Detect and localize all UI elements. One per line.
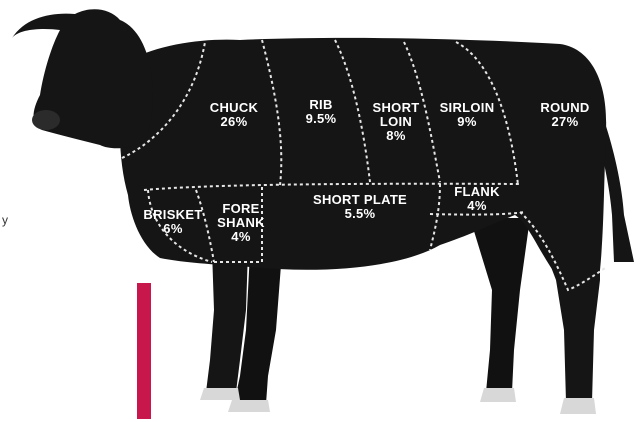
cut-percent: 4% [212, 230, 270, 244]
cut-label-short-plate: SHORT PLATE 5.5% [308, 193, 412, 221]
cut-percent: 5.5% [308, 207, 412, 221]
cut-name: RIB [296, 98, 346, 112]
cut-percent: 6% [142, 222, 204, 236]
cut-name: SHORT [366, 101, 426, 115]
cut-name: FORE [212, 202, 270, 216]
cut-name: BRISKET [142, 208, 204, 222]
cut-name: FLANK [448, 185, 506, 199]
hoof [200, 388, 240, 400]
cut-percent: 4% [448, 199, 506, 213]
cut-label-rib: RIB 9.5% [296, 98, 346, 126]
cut-percent: 27% [532, 115, 598, 129]
cut-label-sirloin: SIRLOIN 9% [432, 101, 502, 129]
cut-label-chuck: CHUCK 26% [204, 101, 264, 129]
hind-left-leg [470, 218, 530, 392]
cut-name: SHANK [212, 216, 270, 230]
accent-bar [137, 283, 151, 419]
cut-label-fore-shank: FORE SHANK 4% [212, 202, 270, 244]
cut-label-short-loin: SHORT LOIN 8% [366, 101, 426, 143]
cut-percent: 26% [204, 115, 264, 129]
hoof [560, 398, 596, 414]
cow-body [120, 38, 606, 283]
cut-label-round: ROUND 27% [532, 101, 598, 129]
cut-label-brisket: BRISKET 6% [142, 208, 204, 236]
cut-name: SIRLOIN [432, 101, 502, 115]
cut-name: ROUND [532, 101, 598, 115]
hoof [480, 388, 516, 402]
nose [32, 110, 60, 130]
cut-percent: 9% [432, 115, 502, 129]
cut-name: CHUCK [204, 101, 264, 115]
cut-name: SHORT PLATE [308, 193, 412, 207]
stray-text-fragment: y [2, 213, 8, 227]
cut-label-flank: FLANK 4% [448, 185, 506, 213]
cut-percent: 9.5% [296, 112, 346, 126]
cut-name: LOIN [366, 115, 426, 129]
hoof [228, 400, 270, 412]
cow-head [12, 9, 153, 148]
cut-percent: 8% [366, 129, 426, 143]
